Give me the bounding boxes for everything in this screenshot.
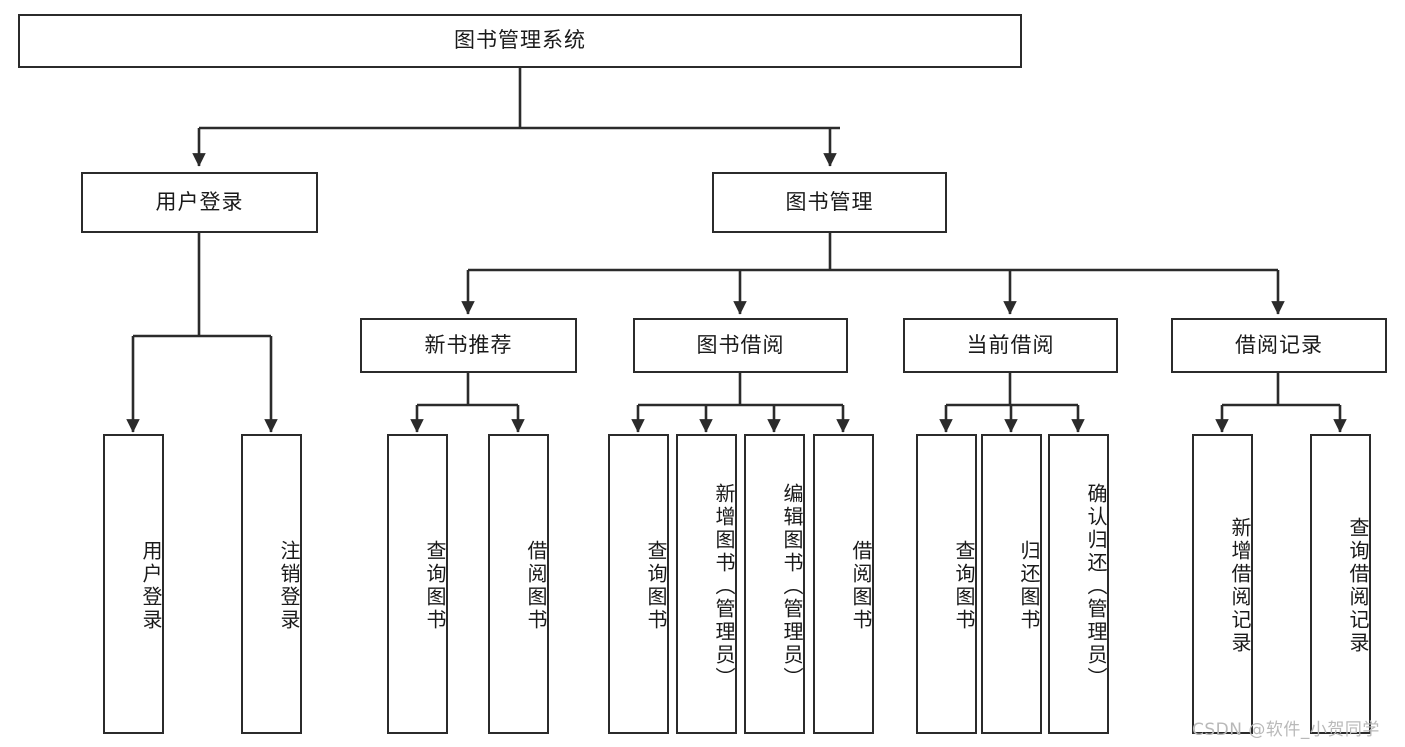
node-label: 确认归还（管理员） — [1084, 482, 1108, 690]
node-label: 查询图书 — [423, 540, 447, 632]
leaf-user-login-login[interactable]: 用户登录 — [103, 434, 164, 734]
node-label: 当前借阅 — [966, 332, 1055, 357]
node-label: 借阅图书 — [849, 540, 873, 632]
node-current-borrow[interactable]: 当前借阅 — [903, 318, 1118, 373]
node-label: 借阅图书 — [524, 540, 548, 632]
leaf-current-query-book[interactable]: 查询图书 — [916, 434, 977, 734]
node-label: 图书管理系统 — [454, 28, 586, 53]
node-label: 新增借阅记录 — [1228, 517, 1252, 655]
node-user-login[interactable]: 用户登录 — [81, 172, 318, 233]
node-label: 注销登录 — [277, 540, 301, 632]
leaf-record-add-record[interactable]: 新增借阅记录 — [1192, 434, 1253, 734]
node-label: 查询借阅记录 — [1346, 517, 1370, 655]
leaf-recommend-borrow-book[interactable]: 借阅图书 — [488, 434, 549, 734]
node-label: 用户登录 — [139, 540, 163, 632]
node-borrow-record[interactable]: 借阅记录 — [1171, 318, 1387, 373]
node-book-borrow[interactable]: 图书借阅 — [633, 318, 848, 373]
leaf-borrow-query-book[interactable]: 查询图书 — [608, 434, 669, 734]
node-label: 图书借阅 — [696, 332, 785, 357]
node-book-management[interactable]: 图书管理 — [712, 172, 947, 233]
leaf-borrow-add-book-admin[interactable]: 新增图书（管理员） — [676, 434, 737, 734]
node-root-system[interactable]: 图书管理系统 — [18, 14, 1022, 68]
leaf-record-query-record[interactable]: 查询借阅记录 — [1310, 434, 1371, 734]
leaf-borrow-edit-book-admin[interactable]: 编辑图书（管理员） — [744, 434, 805, 734]
node-label: 借阅记录 — [1235, 332, 1323, 357]
leaf-user-login-logout[interactable]: 注销登录 — [241, 434, 302, 734]
node-label: 新增图书（管理员） — [712, 482, 736, 690]
node-label: 编辑图书（管理员） — [780, 482, 804, 690]
node-label: 查询图书 — [952, 540, 976, 632]
node-label: 新书推荐 — [424, 332, 513, 357]
node-label: 用户登录 — [155, 189, 244, 214]
node-label: 查询图书 — [644, 540, 668, 632]
leaf-current-confirm-return-admin[interactable]: 确认归还（管理员） — [1048, 434, 1109, 734]
leaf-recommend-query-book[interactable]: 查询图书 — [387, 434, 448, 734]
node-label: 归还图书 — [1017, 540, 1041, 632]
leaf-current-return-book[interactable]: 归还图书 — [981, 434, 1042, 734]
node-new-book-recommend[interactable]: 新书推荐 — [360, 318, 577, 373]
node-label: 图书管理 — [785, 189, 874, 214]
leaf-borrow-borrow-book[interactable]: 借阅图书 — [813, 434, 874, 734]
